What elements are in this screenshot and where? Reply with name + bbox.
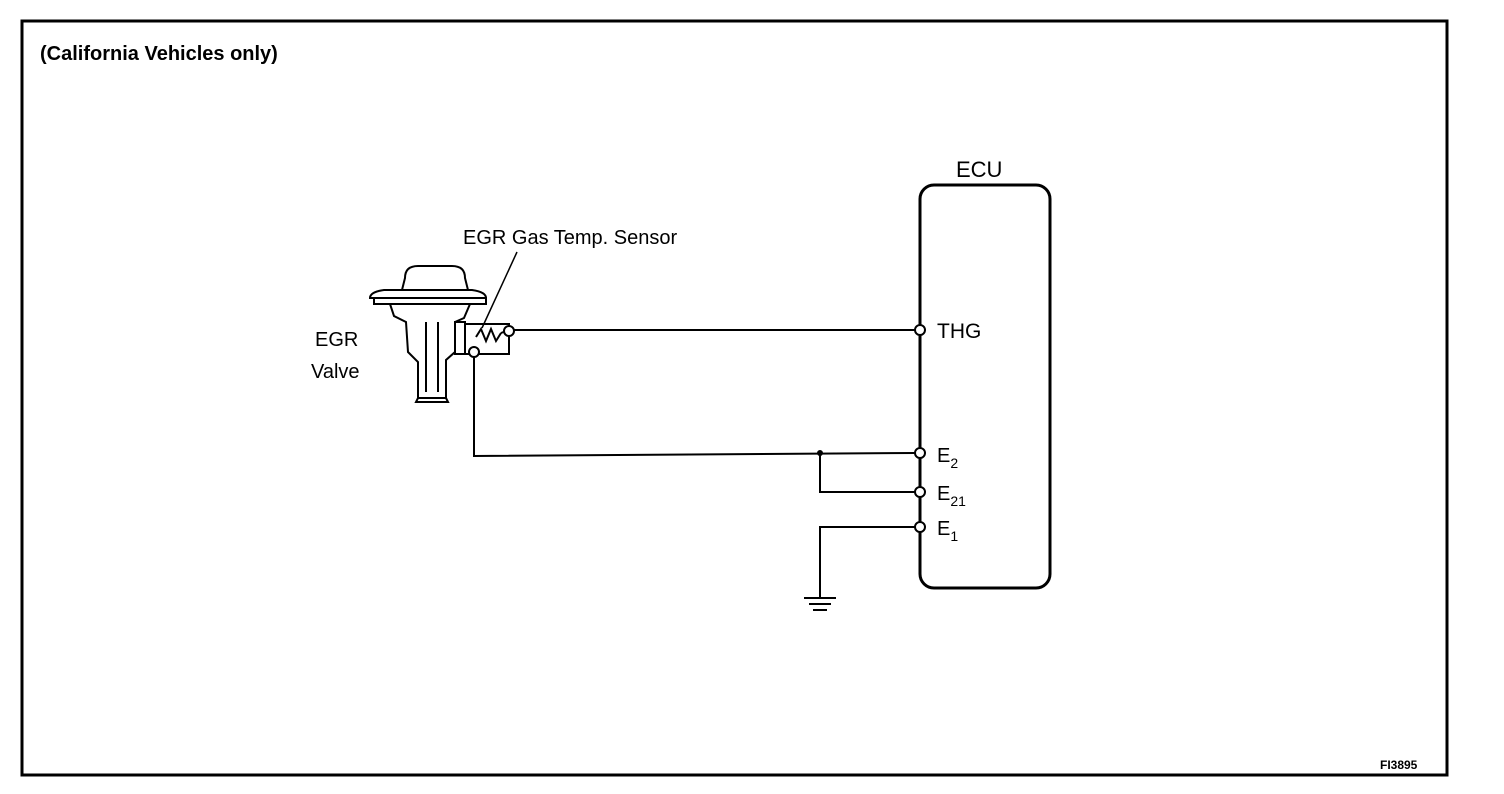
valve-label-line2: Valve bbox=[311, 361, 360, 383]
ground-icon bbox=[804, 597, 836, 611]
terminal-e1 bbox=[914, 521, 926, 533]
wire-e21-jumper bbox=[819, 453, 915, 493]
egr-valve-icon bbox=[368, 265, 488, 403]
sensor-label: EGR Gas Temp. Sensor bbox=[463, 227, 678, 249]
ecu-title: ECU bbox=[956, 157, 1002, 182]
temp-sensor-icon bbox=[454, 321, 510, 355]
sensor-leader-line bbox=[481, 251, 518, 329]
sensor-terminal-thg bbox=[503, 325, 515, 337]
ecu-box bbox=[918, 183, 1052, 590]
terminal-thg bbox=[914, 324, 926, 336]
sensor-terminal-e2 bbox=[468, 346, 480, 358]
terminal-thg-label: THG bbox=[937, 320, 981, 343]
figure-code: FI3895 bbox=[1380, 758, 1418, 772]
wire-e2 bbox=[473, 352, 916, 458]
valve-label-line1: EGR bbox=[315, 329, 358, 351]
terminal-e2-label: E2 bbox=[937, 445, 958, 471]
terminal-e1-label: E1 bbox=[937, 518, 958, 544]
wire-junction bbox=[817, 450, 823, 456]
terminal-e21-label: E21 bbox=[937, 483, 966, 509]
terminal-e2 bbox=[914, 447, 926, 459]
diagram-heading: (California Vehicles only) bbox=[40, 43, 278, 65]
terminal-e21 bbox=[914, 486, 926, 498]
wire-e1-ground bbox=[819, 526, 915, 597]
diagram-frame bbox=[20, 19, 1449, 777]
